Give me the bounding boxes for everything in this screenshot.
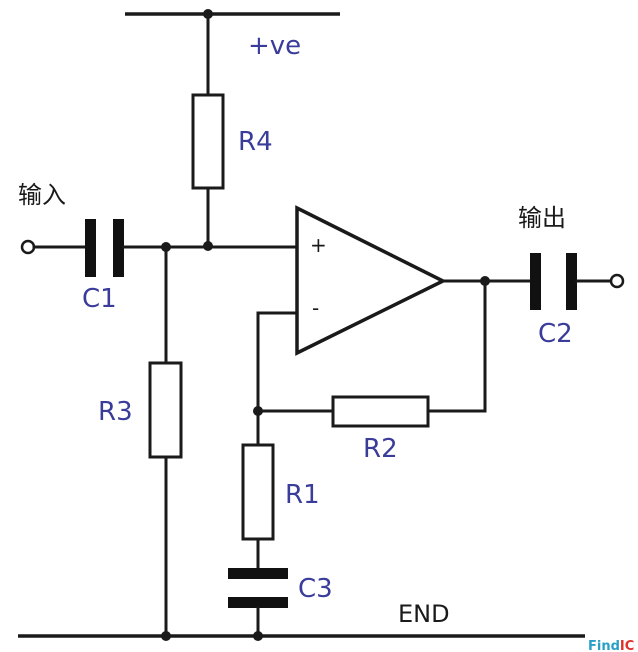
output-label: 输出 — [518, 204, 566, 232]
junction-supply — [203, 9, 213, 19]
resistor-r4 — [191, 93, 225, 190]
input-terminal — [20, 239, 36, 255]
capacitor-c3-plate-bottom — [228, 597, 288, 608]
junction-r4-input — [203, 241, 213, 251]
resistor-r1 — [241, 443, 275, 541]
c2-label: C2 — [538, 319, 573, 349]
r1-label: R1 — [285, 480, 320, 510]
ground-label: END — [398, 600, 450, 628]
c1-label: C1 — [82, 284, 117, 314]
junction-r3-input — [161, 242, 171, 252]
capacitor-c3-plate-top — [228, 568, 288, 579]
c3-label: C3 — [298, 574, 333, 604]
junction-r3-ground — [161, 631, 171, 641]
junction-output — [480, 276, 490, 286]
op-amp — [295, 205, 447, 356]
junction-c3-ground — [253, 631, 263, 641]
op-amp-plus: + — [310, 233, 327, 257]
capacitor-c1-plate-left — [85, 219, 96, 277]
r2-label: R2 — [363, 434, 398, 464]
capacitor-c2-plate-left — [530, 253, 541, 310]
watermark-logo: FindIC — [588, 639, 634, 652]
supply-label: +ve — [248, 31, 301, 61]
output-terminal — [609, 273, 625, 289]
resistor-r2 — [331, 395, 430, 428]
resistor-r3 — [148, 361, 183, 459]
r3-label: R3 — [98, 397, 133, 427]
input-label: 输入 — [18, 181, 66, 209]
junction-feedback — [253, 406, 263, 416]
capacitor-c2-plate-right — [566, 253, 577, 310]
op-amp-minus: - — [312, 296, 319, 320]
capacitor-c1-plate-right — [113, 219, 124, 277]
r4-label: R4 — [238, 127, 273, 157]
